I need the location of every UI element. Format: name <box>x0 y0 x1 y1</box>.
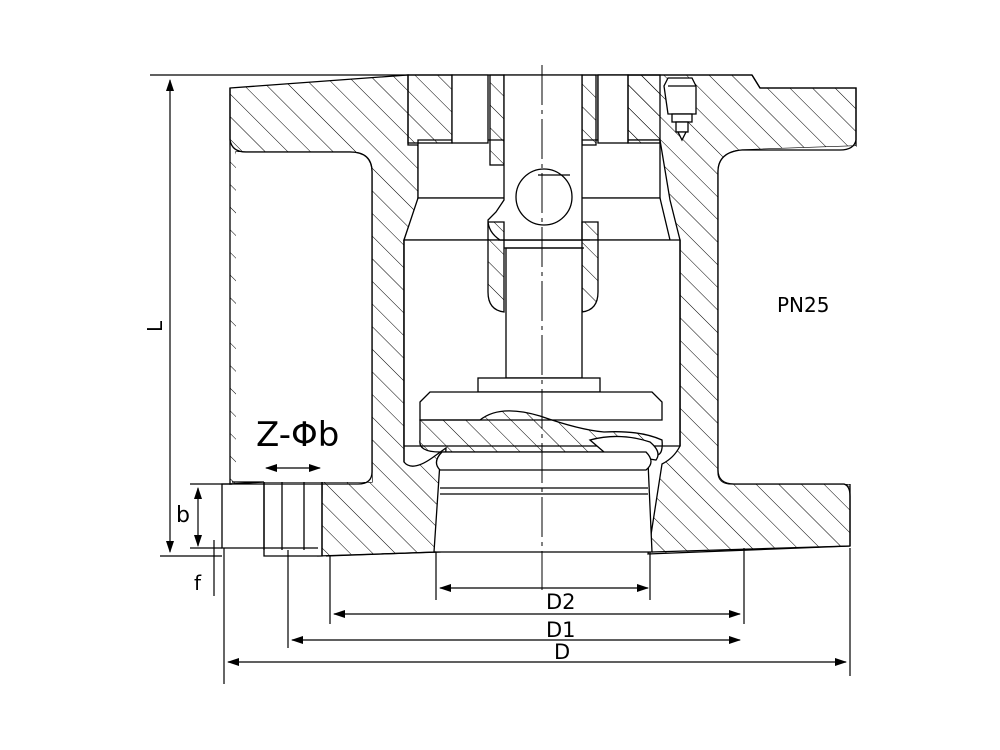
left-recess <box>236 152 372 482</box>
dim-L-label: L <box>143 320 167 332</box>
left-cap-inner <box>451 74 489 144</box>
check-ball <box>515 168 573 226</box>
dim-D2-label: D2 <box>546 590 576 614</box>
dimension-lines <box>160 79 851 684</box>
left-cap-block <box>407 74 453 144</box>
left-flange-bolt-slot <box>263 481 323 557</box>
dim-f-label: f <box>194 571 202 595</box>
right-guide <box>581 221 599 313</box>
bleed-plug <box>663 77 697 142</box>
seat-bore <box>433 461 653 553</box>
dim-b-label: b <box>176 503 190 528</box>
top-fittings <box>407 74 697 393</box>
rating-label: PN25 <box>777 293 829 317</box>
dim-D1-label: D1 <box>546 618 576 642</box>
valve-stem <box>505 247 583 379</box>
disc-assembly <box>419 391 663 495</box>
left-guide <box>487 221 505 313</box>
right-sleeve <box>581 74 597 146</box>
seat-ring <box>435 451 652 471</box>
dim-bolt-hole-label: Z-Φb <box>256 415 339 455</box>
left-sleeve <box>489 74 505 166</box>
stem-flange <box>477 377 601 393</box>
right-cap-block <box>627 74 661 144</box>
right-cap-inner <box>597 74 629 144</box>
right-recess <box>718 146 856 484</box>
dim-D-label: D <box>554 640 570 664</box>
